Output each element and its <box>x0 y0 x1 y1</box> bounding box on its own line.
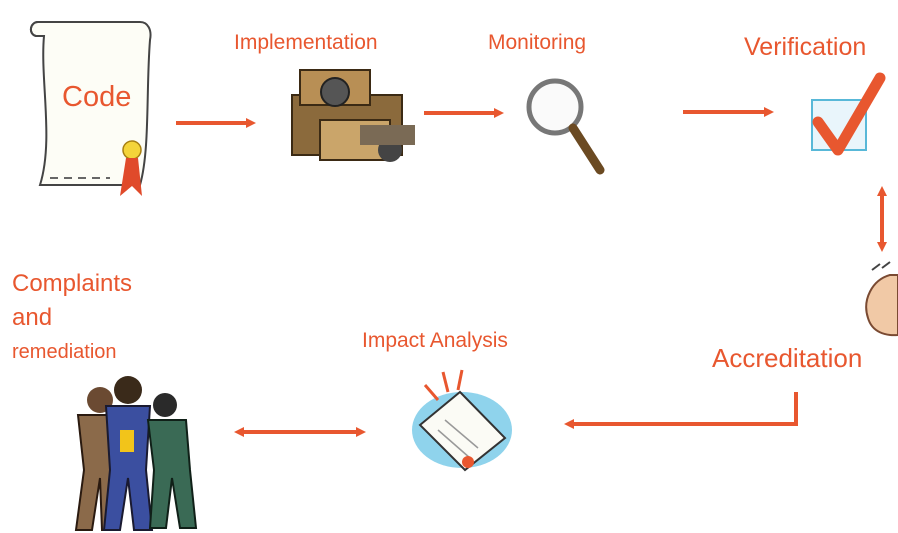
document-alert-icon <box>412 369 512 472</box>
complaints-label: Complaints and remediation <box>12 267 132 369</box>
code-label: Code <box>62 81 132 113</box>
impact-analysis-label: Impact Analysis <box>362 329 508 352</box>
complaints-label-line2: and <box>12 304 53 331</box>
checkbox-checked-icon <box>811 72 886 156</box>
certificate-scroll-icon <box>30 21 152 196</box>
monitoring-label: Monitoring <box>488 31 587 54</box>
accreditation-label: Accreditation <box>712 343 863 373</box>
verification-label: Verification <box>744 33 867 61</box>
complaints-label-line3: remediation <box>12 341 117 363</box>
complaints-label-line1: Complaints <box>12 270 133 297</box>
handshake-icon <box>865 261 898 337</box>
magnifying-glass-icon <box>526 78 605 175</box>
people-group-icon <box>74 376 198 531</box>
flow-arrows <box>176 107 887 437</box>
implementation-label: Implementation <box>234 31 378 54</box>
machinery-icon <box>291 69 415 162</box>
arrow-accreditation-to-impact <box>564 392 798 429</box>
